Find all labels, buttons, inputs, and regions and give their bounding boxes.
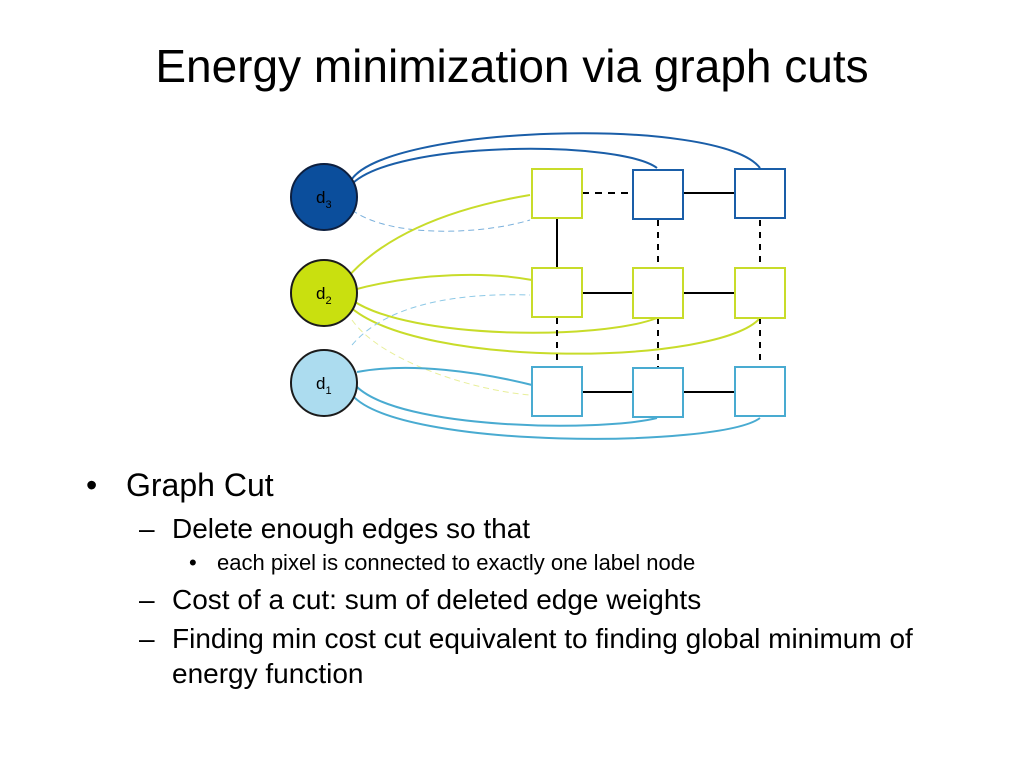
bullet-level2: – Cost of a cut: sum of deleted edge wei…: [86, 582, 966, 617]
label-d3-base: d: [316, 188, 325, 207]
bullet-level2: – Finding min cost cut equivalent to fin…: [86, 621, 966, 691]
bullet-mark: •: [189, 550, 197, 575]
dash-mark: –: [139, 623, 155, 654]
bullet-level2: – Delete enough edges so that: [86, 511, 966, 546]
edge-d2-p23: [348, 305, 761, 355]
pixel-node-r2-c2: [632, 267, 684, 319]
edge-d2-p22: [351, 299, 658, 334]
edge-d3-p12: [349, 147, 658, 187]
pixel-node-r3-c1: [531, 366, 583, 417]
edge-d3-p11-cut: [351, 209, 531, 232]
edge-d1-p32: [355, 385, 658, 427]
label-d3-sub: 3: [325, 199, 331, 211]
edge-d1-p21-cut: [351, 294, 531, 346]
svg-text:d2: d2: [316, 284, 332, 307]
svg-text:d1: d1: [316, 374, 332, 397]
pixel-node-r3-c3: [734, 366, 786, 417]
bullet-level3: • each pixel is connected to exactly one…: [86, 548, 966, 578]
label-node-d2: d2: [290, 259, 358, 327]
edge-d3-p13: [349, 132, 761, 183]
bullet-text: Finding min cost cut equivalent to findi…: [172, 623, 913, 689]
label-d1-sub: 1: [325, 385, 331, 397]
pixel-node-r2-c3: [734, 267, 786, 319]
graph-cut-diagram: d3 d2 d1: [290, 132, 786, 440]
pixel-node-r1-c3: [734, 168, 786, 219]
bullet-list: • Graph Cut – Delete enough edges so tha…: [86, 463, 966, 691]
label-node-d3: d3: [290, 163, 358, 231]
pixel-node-r1-c1: [531, 168, 583, 219]
pixel-node-r3-c2: [632, 367, 684, 418]
bullet-text: Delete enough edges so that: [172, 513, 531, 544]
dash-mark: –: [139, 584, 155, 615]
edge-d2-p11: [346, 194, 531, 279]
bullet-mark: •: [86, 467, 98, 503]
bullet-text: each pixel is connected to exactly one l…: [217, 550, 696, 575]
bullet-level1: • Graph Cut: [86, 463, 966, 507]
label-d2-base: d: [316, 284, 325, 303]
dash-mark: –: [139, 513, 155, 544]
edge-d2-p31-cut: [351, 319, 531, 396]
edge-d1-p31: [356, 366, 533, 386]
edge-d2-p21: [352, 273, 533, 291]
slide-title: Energy minimization via graph cuts: [155, 40, 869, 92]
edge-d1-p33: [351, 394, 761, 440]
bullet-text: Cost of a cut: sum of deleted edge weigh…: [172, 584, 702, 615]
label-d2-sub: 2: [325, 295, 331, 307]
svg-text:d3: d3: [316, 188, 332, 211]
pixel-node-r2-c1: [531, 267, 583, 318]
bullet-text: Graph Cut: [126, 467, 274, 503]
label-node-d1: d1: [290, 349, 358, 417]
pixel-node-r1-c2: [632, 169, 684, 220]
label-d1-base: d: [316, 374, 325, 393]
